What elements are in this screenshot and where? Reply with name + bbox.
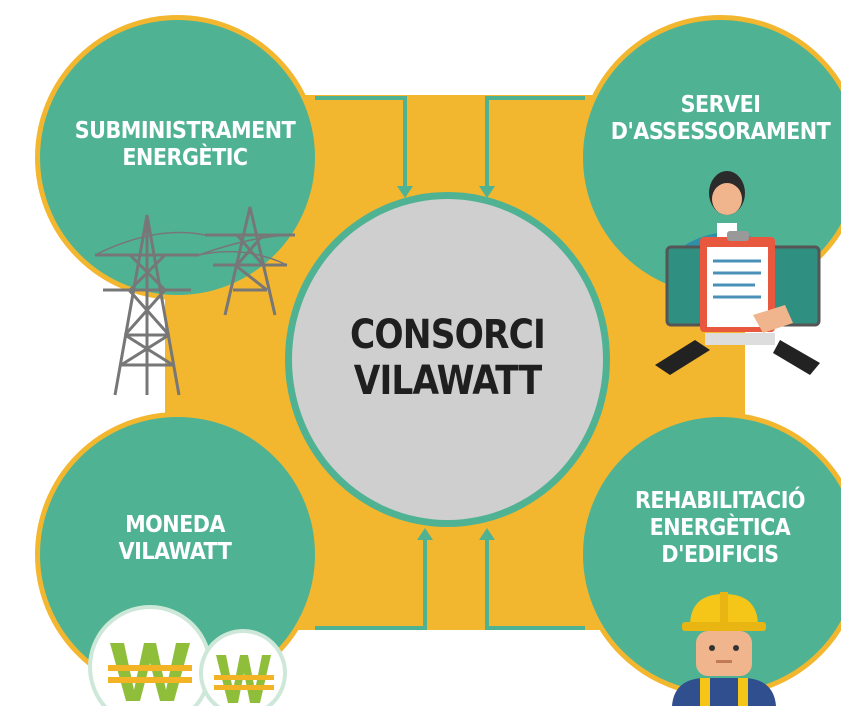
center-node bbox=[285, 192, 610, 527]
arrowhead-top-right bbox=[479, 186, 495, 198]
arrowhead-bottom-right bbox=[479, 528, 495, 540]
power-pylon-icon bbox=[94, 206, 296, 396]
node-supply bbox=[35, 15, 320, 300]
node-currency-label: MONEDA VILAWATT bbox=[118, 512, 232, 566]
arrowhead-top-left bbox=[397, 186, 413, 198]
node-rehab-label: REHABILITACIÓ ENERGÈTICA D'EDIFICIS bbox=[634, 488, 806, 569]
advisor-clipboard-icon bbox=[655, 171, 821, 375]
construction-worker-icon bbox=[672, 592, 776, 706]
arrowhead-bottom-left bbox=[417, 528, 433, 540]
node-advice-label: SERVEI D'ASSESSORAMENT bbox=[610, 92, 831, 146]
arrow-top-left bbox=[315, 96, 407, 190]
arrow-bottom-right bbox=[485, 535, 585, 630]
vilawatt-coin-icon bbox=[88, 605, 287, 706]
arrow-top-right bbox=[485, 96, 585, 190]
center-title: CONSORCI VILAWATT bbox=[350, 312, 546, 404]
arrow-bottom-left bbox=[315, 535, 427, 630]
node-supply-label: SUBMINISTRAMENT ENERGÈTIC bbox=[74, 118, 296, 172]
